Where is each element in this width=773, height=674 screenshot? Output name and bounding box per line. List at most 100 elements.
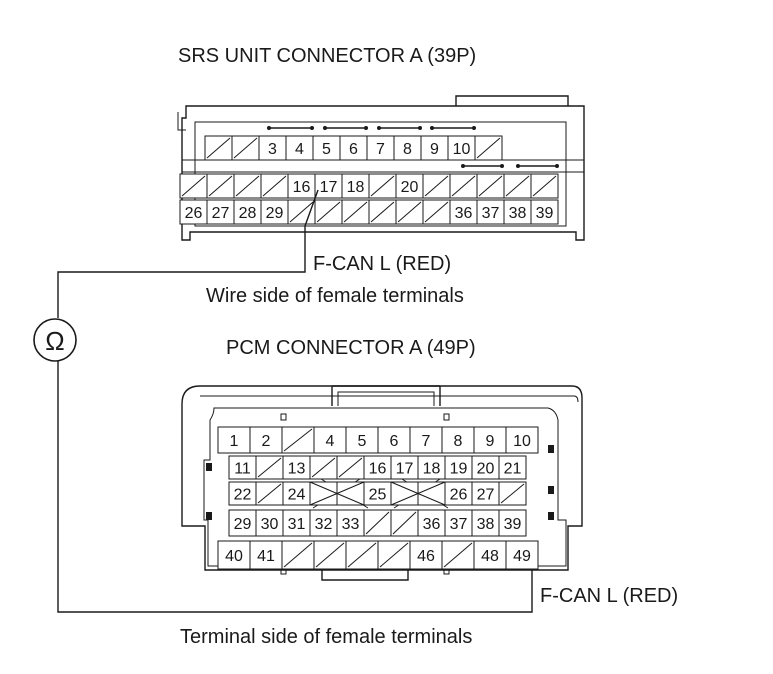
- srs-terminal-cell: [206, 173, 235, 199]
- pcm-terminal-number: 39: [504, 516, 522, 533]
- pcm-terminal-cell: 4: [313, 426, 347, 454]
- pcm-terminal-number: 29: [234, 516, 252, 533]
- pcm-terminal-cell: 8: [441, 426, 475, 454]
- pcm-probe-label: F-CAN L (RED): [540, 585, 678, 607]
- ohmmeter-icon: Ω: [33, 318, 77, 362]
- pcm-terminal-cell: 30: [255, 509, 284, 537]
- srs-terminal-cell: [179, 173, 208, 199]
- srs-terminal-cell: 17: [314, 173, 343, 199]
- srs-terminal-cell: 9: [420, 135, 449, 161]
- srs-terminal-number: 5: [322, 141, 331, 158]
- pcm-terminal-cell: [345, 540, 379, 570]
- srs-terminal-number: 8: [403, 141, 412, 158]
- srs-terminal-number: 3: [268, 141, 277, 158]
- pcm-terminal-cell: 9: [473, 426, 507, 454]
- pcm-terminal-cell: [309, 481, 338, 506]
- pcm-terminal-cell: 39: [498, 509, 527, 537]
- pcm-terminal-cell: 13: [282, 455, 311, 480]
- pcm-terminal-cell: 40: [217, 540, 251, 570]
- pcm-terminal-cell: 25: [363, 481, 392, 506]
- pcm-terminal-cell: 26: [444, 481, 473, 506]
- srs-terminal-cell: 28: [233, 199, 262, 225]
- srs-terminal-number: 20: [401, 179, 419, 196]
- srs-terminal-cell: [395, 199, 424, 225]
- pcm-terminal-number: 40: [225, 548, 243, 565]
- pcm-terminal-cell: 11: [228, 455, 257, 480]
- pcm-view-caption: Terminal side of female terminals: [180, 626, 472, 648]
- pcm-terminal-cell: [441, 540, 475, 570]
- srs-terminal-number: 29: [266, 205, 284, 222]
- pcm-terminal-cell: [417, 481, 446, 506]
- srs-terminal-cell: 20: [395, 173, 424, 199]
- pcm-terminal-number: 38: [477, 516, 495, 533]
- srs-terminal-cell: [341, 199, 370, 225]
- pcm-probe-lead: [57, 361, 533, 613]
- pcm-terminal-number: 24: [288, 487, 306, 504]
- srs-terminal-cell: [233, 173, 262, 199]
- srs-terminal-number: 10: [453, 141, 471, 158]
- srs-terminal-cell: 6: [339, 135, 368, 161]
- srs-terminal-number: 9: [430, 141, 439, 158]
- pcm-terminal-cell: [390, 509, 419, 537]
- pcm-terminal-number: 26: [450, 487, 468, 504]
- pcm-terminal-number: 21: [504, 461, 522, 478]
- pcm-terminal-number: 6: [390, 433, 399, 450]
- srs-jumper-marks: [267, 126, 559, 168]
- pcm-terminal-number: 10: [513, 433, 531, 450]
- pcm-terminal-number: 18: [423, 461, 441, 478]
- pcm-terminal-cell: 10: [505, 426, 539, 454]
- srs-terminal-cell: [474, 135, 503, 161]
- srs-terminal-number: 36: [455, 205, 473, 222]
- pcm-terminal-cell: 1: [217, 426, 251, 454]
- pcm-terminal-number: 37: [450, 516, 468, 533]
- pcm-terminal-cell: [363, 509, 392, 537]
- pcm-terminal-number: 46: [417, 548, 435, 565]
- srs-terminal-cell: 27: [206, 199, 235, 225]
- srs-terminal-cell: 18: [341, 173, 370, 199]
- ohm-symbol: Ω: [45, 326, 64, 356]
- pcm-terminal-number: 41: [257, 548, 275, 565]
- pcm-terminal-cell: 6: [377, 426, 411, 454]
- pcm-terminal-number: 4: [326, 433, 335, 450]
- srs-terminal-cell: 16: [287, 173, 316, 199]
- pcm-terminal-cell: 38: [471, 509, 500, 537]
- pcm-terminal-number: 30: [261, 516, 279, 533]
- srs-terminal-cell: [368, 199, 397, 225]
- pcm-terminal-cell: 22: [228, 481, 257, 506]
- pcm-terminal-cell: 5: [345, 426, 379, 454]
- pcm-terminal-cell: 46: [409, 540, 443, 570]
- srs-terminal-cell: 4: [285, 135, 314, 161]
- srs-view-caption: Wire side of female terminals: [206, 285, 464, 307]
- srs-probe-label: F-CAN L (RED): [313, 253, 451, 275]
- srs-terminal-cell: 26: [179, 199, 208, 225]
- pcm-terminal-number: 36: [423, 516, 441, 533]
- pcm-terminal-cell: 24: [282, 481, 311, 506]
- srs-terminal-number: 38: [509, 205, 527, 222]
- pcm-terminal-cell: 16: [363, 455, 392, 480]
- pcm-terminal-number: 32: [315, 516, 333, 533]
- pcm-terminal-cell: [313, 540, 347, 570]
- pcm-terminal-number: 22: [234, 487, 252, 504]
- pcm-terminal-number: 8: [454, 433, 463, 450]
- pcm-terminal-number: 16: [369, 461, 387, 478]
- pcm-terminal-cell: [281, 540, 315, 570]
- pcm-terminal-cell: [377, 540, 411, 570]
- pcm-terminal-cell: [255, 455, 284, 480]
- srs-terminal-number: 28: [239, 205, 257, 222]
- srs-connector-title: SRS UNIT CONNECTOR A (39P): [178, 45, 476, 67]
- pcm-terminal-cell: 17: [390, 455, 419, 480]
- pcm-terminal-cell: 18: [417, 455, 446, 480]
- pcm-terminal-cell: 37: [444, 509, 473, 537]
- pcm-terminal-cell: 20: [471, 455, 500, 480]
- pcm-terminal-cell: [390, 481, 419, 506]
- pcm-terminal-number: 11: [234, 461, 251, 478]
- pcm-terminal-cell: [281, 426, 315, 454]
- pcm-terminal-cell: 21: [498, 455, 527, 480]
- pcm-terminal-cell: [336, 481, 365, 506]
- pcm-terminal-cell: 36: [417, 509, 446, 537]
- pcm-terminal-cell: 33: [336, 509, 365, 537]
- srs-terminal-cell: 5: [312, 135, 341, 161]
